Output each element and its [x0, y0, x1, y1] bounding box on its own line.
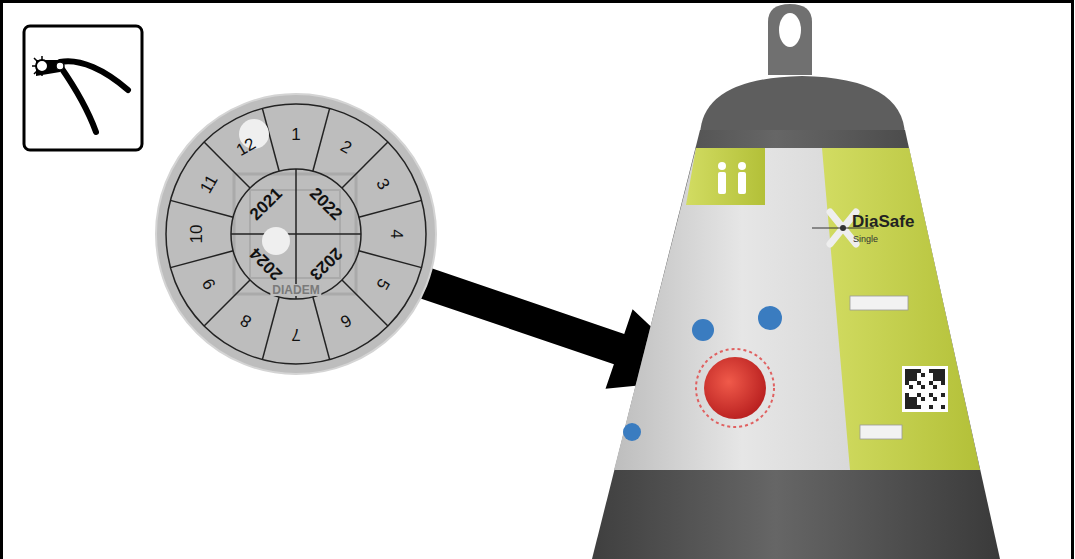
year-number: 2024	[247, 244, 286, 283]
year-number: 2022	[306, 185, 345, 224]
anchor-device	[592, 4, 1000, 559]
year-number: 2021	[247, 185, 286, 224]
month-number: 7	[291, 326, 300, 343]
red-marker-ring	[696, 349, 774, 427]
month-number: 4	[388, 229, 405, 238]
month-number: 10	[188, 225, 205, 244]
month-number: 8	[238, 311, 255, 330]
watermark: DIADEM	[270, 284, 321, 296]
brand-name: DiaSafe	[852, 213, 914, 230]
inspection-dial	[156, 94, 436, 374]
inspection-sticker-spot	[704, 357, 766, 419]
ring-divider	[359, 200, 422, 217]
ring-divider	[313, 108, 330, 171]
month-number: 12	[234, 135, 259, 159]
ring-divider	[262, 297, 279, 360]
product-variant: Single	[853, 235, 878, 244]
ring-divider	[170, 200, 233, 217]
punched-hole	[262, 227, 290, 255]
month-number: 3	[373, 176, 392, 193]
month-number: 1	[291, 126, 300, 143]
year-number: 2023	[306, 244, 345, 283]
ring-divider	[359, 251, 422, 268]
ring-divider	[313, 297, 330, 360]
month-number: 6	[338, 311, 355, 330]
month-number: 9	[200, 276, 219, 293]
month-number: 5	[373, 276, 392, 293]
month-number: 11	[198, 172, 222, 196]
month-number: 2	[338, 138, 355, 157]
plier-icon	[24, 26, 142, 150]
ring-divider	[170, 251, 233, 268]
